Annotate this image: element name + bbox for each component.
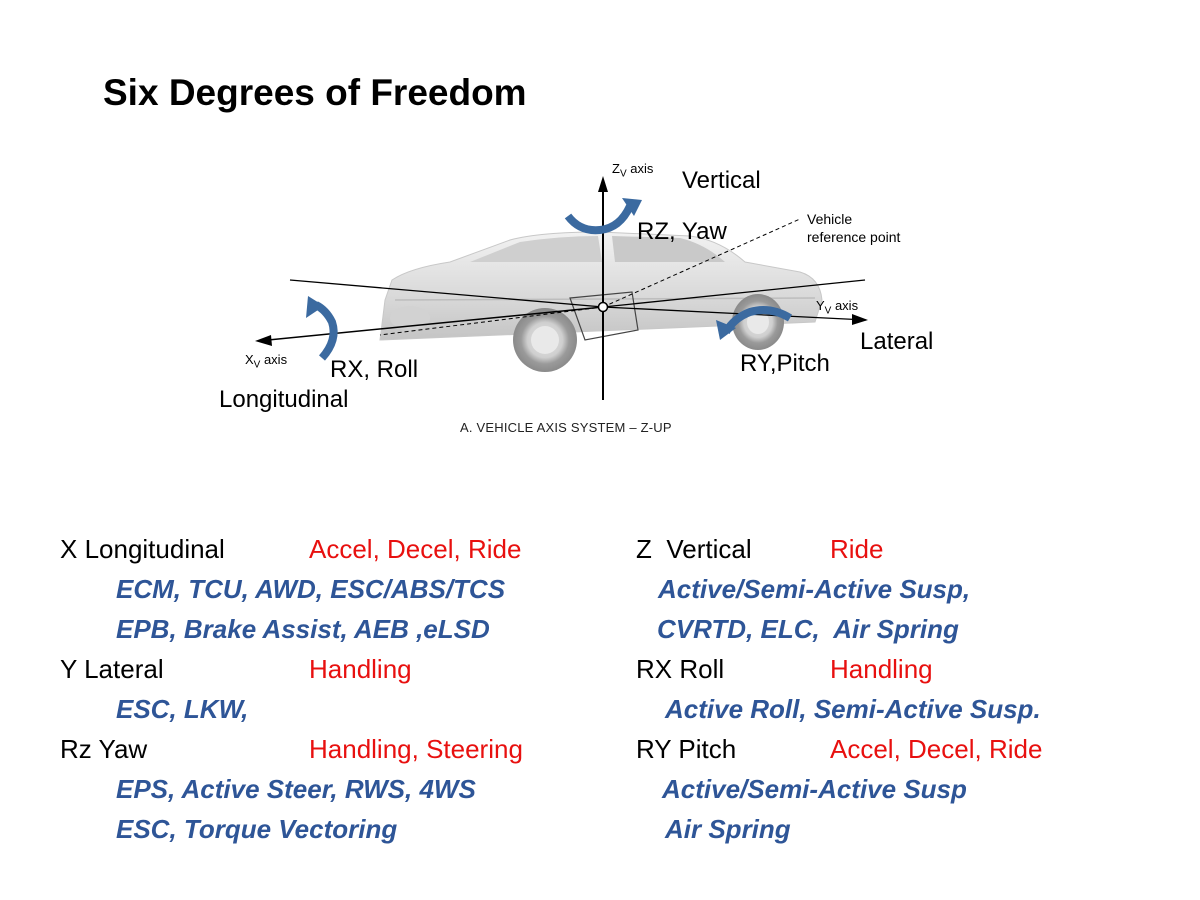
y-lateral-name: Y Lateral xyxy=(60,654,164,684)
x-longitudinal-name: X Longitudinal xyxy=(60,534,225,564)
ry-pitch-name: RY Pitch xyxy=(636,734,737,764)
rx-roll-label: RX, Roll xyxy=(330,356,419,383)
lateral-label: Lateral xyxy=(860,328,934,355)
rotation-arrows xyxy=(314,204,793,361)
z-vertical-effect: Ride xyxy=(830,534,884,564)
rx-roll-name: RX Roll xyxy=(636,654,725,684)
diagram-caption: A. VEHICLE AXIS SYSTEM – Z-UP xyxy=(460,420,672,435)
vertical-label: Vertical xyxy=(682,167,761,194)
z-vertical-name: Z Vertical xyxy=(636,534,752,564)
ry-systems-line-1: Active/Semi-Active Susp xyxy=(662,774,967,804)
yaw-arrow-icon xyxy=(564,204,634,235)
rz-systems-line-2: ESC, Torque Vectoring xyxy=(116,814,398,844)
pitch-arrow-icon xyxy=(722,306,793,335)
rx-roll-effect: Handling xyxy=(830,654,933,684)
xv-axis-label: XV axis xyxy=(245,352,288,371)
rz-yaw-name: Rz Yaw xyxy=(60,734,148,764)
rz-systems-line-1: EPS, Active Steer, RWS, 4WS xyxy=(116,774,476,804)
x-systems-line-1: ECM, TCU, AWD, ESC/ABS/TCS xyxy=(116,574,506,604)
z-systems-line-1: Active/Semi-Active Susp, xyxy=(658,574,971,604)
vehicle-ref-label-2: reference point xyxy=(807,229,901,245)
longitudinal-label: Longitudinal xyxy=(219,386,349,413)
ry-pitch-label: RY,Pitch xyxy=(740,350,830,377)
ry-pitch-effect: Accel, Decel, Ride xyxy=(830,734,1043,764)
x-longitudinal-effect: Accel, Decel, Ride xyxy=(309,534,522,564)
y-systems-line-1: ESC, LKW, xyxy=(116,694,249,724)
vehicle-axis-diagram xyxy=(255,176,868,400)
rz-yaw-label: RZ, Yaw xyxy=(637,218,727,245)
roll-arrow-icon xyxy=(314,301,338,361)
z-systems-line-2: CVRTD, ELC, Air Spring xyxy=(657,614,959,644)
vehicle-ref-label-1: Vehicle xyxy=(807,211,853,227)
rx-systems-line-1: Active Roll, Semi-Active Susp. xyxy=(665,694,1041,724)
ry-systems-line-2: Air Spring xyxy=(665,814,791,844)
axis-lines xyxy=(255,176,868,400)
y-lateral-effect: Handling xyxy=(309,654,412,684)
page-title: Six Degrees of Freedom xyxy=(103,72,527,113)
x-systems-line-2: EPB, Brake Assist, AEB ,eLSD xyxy=(116,614,490,644)
yv-axis-label: YV axis xyxy=(816,298,859,317)
zv-axis-label: ZV axis xyxy=(612,161,654,180)
rz-yaw-effect: Handling, Steering xyxy=(309,734,523,764)
